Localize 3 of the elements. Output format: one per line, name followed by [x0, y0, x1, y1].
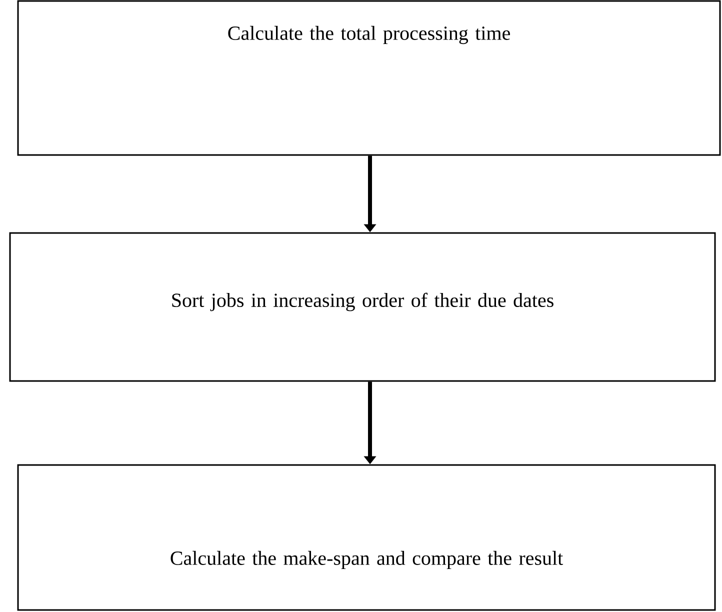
process-box: Sort jobs in increasing order of their due dates [9, 232, 716, 382]
process-box: Calculate the total processing time [17, 0, 721, 156]
process-box: Calculate the make-span and compare the result [17, 464, 716, 611]
